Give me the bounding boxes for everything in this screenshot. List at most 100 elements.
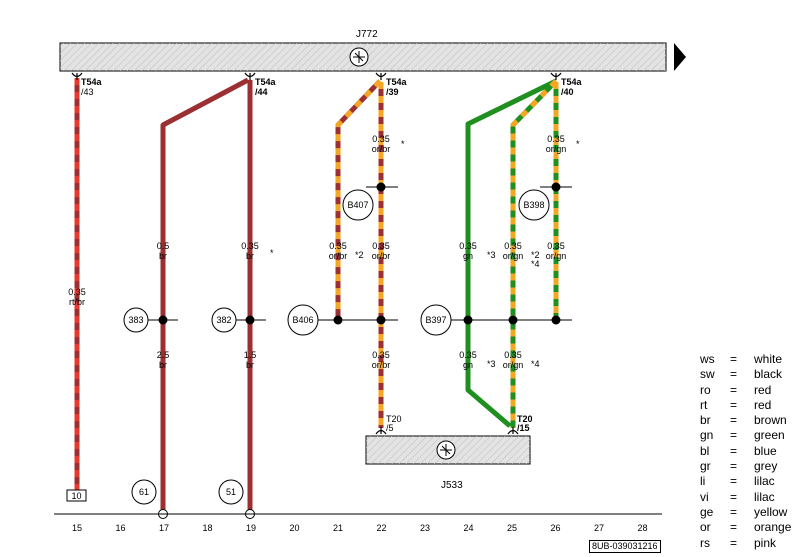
svg-text:382: 382 [216,315,231,325]
wire-col17 [160,77,250,512]
wire-w19b-size: 1.5 [244,350,257,360]
wire-w24b-size: 0.35 [459,350,477,360]
legend-row: bl=blue [700,443,777,458]
wire-w26b-color: or/gn [546,251,567,261]
connector-b2-num: /15 [517,423,530,433]
note-w24a: *3 [487,250,496,260]
legend-row: gn=green [700,428,785,443]
legend-row: li=lilac [700,474,775,489]
note-w25a: *2 [531,250,540,260]
column-number: 25 [507,523,517,533]
wire-w22b-size: 0.35 [372,241,390,251]
wire-col25 [510,79,558,428]
mark-w19: * [270,248,274,258]
connector-pin-icon [375,72,387,80]
legend-row: br=brown [700,413,787,428]
wire-w15-size: 0.35 [68,287,86,297]
wire-w21-size: 0.35 [329,241,347,251]
column-number: 28 [637,523,647,533]
wire-w17b-size: 2.5 [157,350,170,360]
connector-pin-icon [550,72,562,80]
connector-pins-top [71,72,562,80]
svg-text:10: 10 [71,491,81,501]
wire-w25a-color: or/gn [503,251,524,261]
wire-w22a-size: 0.35 [372,134,390,144]
connector-pin-icon [71,72,83,80]
ground-point-51: 51 [218,479,244,505]
connector-b2-pin: T20 [517,414,533,424]
wire-w24b-color: gn [463,360,473,370]
wire-w22a-color: or/br [372,144,391,154]
connector-b1-pin: T20 [386,414,402,424]
wire-w26b-size: 0.35 [547,241,565,251]
connector-b1-num: /5 [386,423,394,433]
mark-w26: * [576,139,580,149]
wire-w17a-size: 0.5 [157,241,170,251]
splice-dots [158,182,561,325]
legend-row: ro=red [700,382,772,397]
column-number: 21 [333,523,343,533]
continuation-arrow-icon [674,43,686,71]
wire-w25b-color: or/gn [503,360,524,370]
wire-w19a-color: br [246,251,254,261]
wire-w24a-size: 0.35 [459,241,477,251]
column-number: 15 [72,523,82,533]
wires [74,77,559,512]
column-number: 22 [376,523,386,533]
junction-markers: 383 382 B406 B407 B397 B398 61 51 [66,189,550,505]
junction-b398: B398 [518,189,550,221]
junction-b407: B407 [342,189,374,221]
ground-symbol-icon [436,440,456,460]
note-w25b: *4 [531,359,540,369]
wire-w17b-color: br [159,360,167,370]
column-number: 18 [202,523,212,533]
color-legend: ws=white sw=black ro=red rt=red br=brown… [700,352,791,551]
legend-row: gr=grey [700,459,778,474]
column-number: 19 [246,523,256,533]
wire-w26a-color: or/gn [546,144,567,154]
legend-row: rt=red [700,397,772,412]
wire-w19b-color: br [246,360,254,370]
note-w25a-2: *4 [531,259,540,269]
junction-382: 382 [211,307,237,333]
connector-c2-pin: T54a [255,77,277,87]
wire-w22b-color: or/br [372,251,391,261]
note-w24b: *3 [487,359,496,369]
svg-text:383: 383 [128,315,143,325]
ground-symbol-icon [349,47,369,67]
connector-c2-num: /44 [255,87,268,97]
connector-pin-icon [244,72,256,80]
connector-pin-icon [507,427,519,435]
wire-col21 [335,79,382,320]
column-number: 20 [289,523,299,533]
j533-label: J533 [441,480,463,491]
wire-w22c-size: 0.35 [372,350,390,360]
wire-w26a-size: 0.35 [547,134,565,144]
wire-w25a-size: 0.35 [504,241,522,251]
svg-text:B406: B406 [292,315,313,325]
connector-c3-num: /39 [386,87,399,97]
column-number: 16 [115,523,125,533]
wire-w15-color: rt/br [69,297,85,307]
svg-text:61: 61 [139,487,149,497]
reference-box-10: 10 [66,489,87,502]
connector-pin-icon [375,427,387,435]
ground-point-61: 61 [131,479,157,505]
column-number: 23 [420,523,430,533]
connector-labels: T54a /43 T54a /44 T54a /39 T54a /40 T20 … [81,77,583,433]
control-unit-j772: J772 [59,29,686,72]
column-number: 17 [159,523,169,533]
mark-w22: * [401,139,405,149]
svg-text:B397: B397 [425,315,446,325]
legend-row: or=orange [700,520,792,535]
junction-383: 383 [123,307,149,333]
connector-c1-pin: T54a [81,77,103,87]
connector-c4-pin: T54a [561,77,583,87]
wire-w19a-size: 0.35 [241,241,259,251]
junction-b397: B397 [420,304,452,336]
wire-col24 [465,78,558,428]
wire-w24a-color: gn [463,251,473,261]
legend-row: sw=black [700,367,783,382]
